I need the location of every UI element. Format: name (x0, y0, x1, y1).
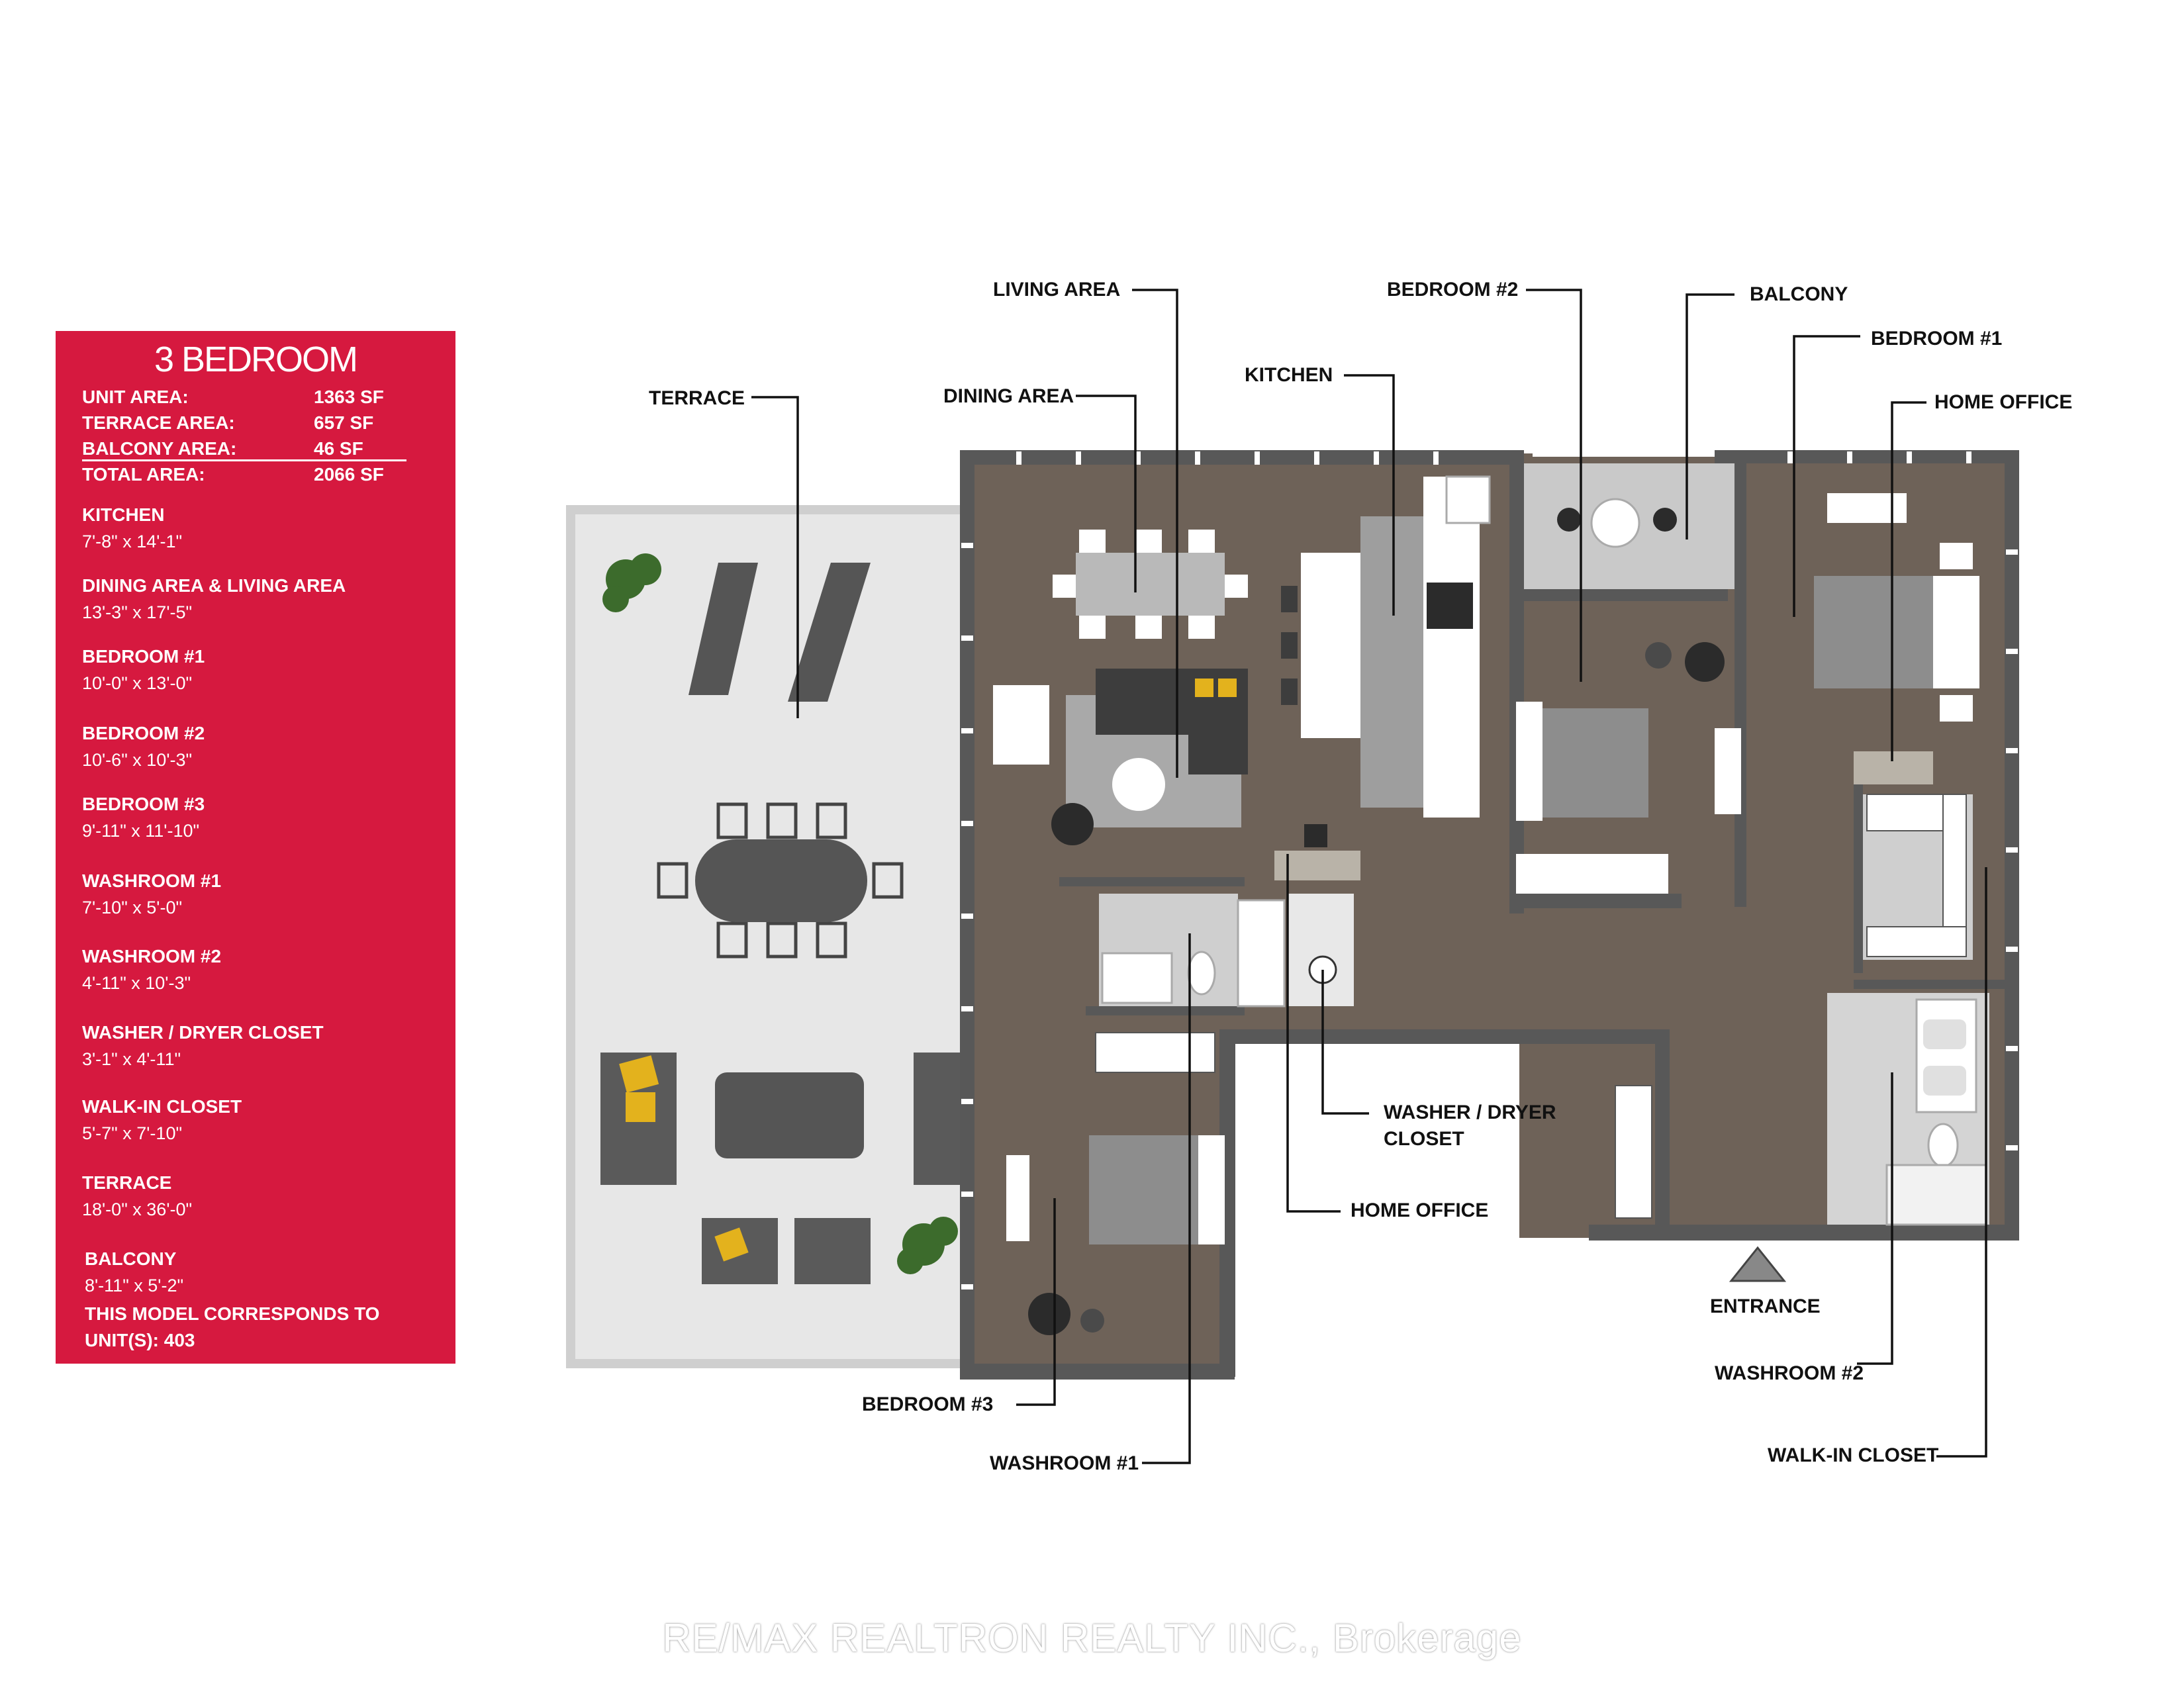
unit-spec-panel: 3 BEDROOM UNIT AREA:1363 SF TERRACE AREA… (56, 331, 455, 1364)
area-row: TERRACE AREA:657 SF (82, 412, 374, 433)
label-home-office-bottom: HOME OFFICE (1351, 1199, 1489, 1221)
kitchen-tile (1360, 516, 1430, 808)
terrace-dining-set (657, 802, 904, 959)
laundry-closet (1288, 894, 1354, 1006)
media-wall (993, 685, 1049, 765)
label-washroom-1: WASHROOM #1 (990, 1452, 1139, 1474)
dining-table (1053, 530, 1248, 639)
living-sofa (1051, 669, 1248, 845)
washroom2-fixtures (1885, 998, 1987, 1226)
label-terrace: TERRACE (649, 387, 745, 409)
bedroom3-furniture (1006, 1032, 1225, 1335)
area-row-total: TOTAL AREA:2066 SF (82, 464, 384, 485)
bedroom2-furniture (1516, 642, 1741, 894)
label-washer-dryer: WASHER / DRYER (1384, 1102, 1556, 1123)
label-bedroom-1: BEDROOM #1 (1871, 328, 2003, 350)
area-row: UNIT AREA:1363 SF (82, 387, 384, 407)
label-bedroom-3: BEDROOM #3 (862, 1393, 994, 1415)
leader-lines (751, 289, 1987, 1464)
area-summary: UNIT AREA:1363 SF TERRACE AREA:657 SF BA… (82, 384, 406, 487)
entrance-marker (1729, 1246, 1787, 1282)
label-balcony: BALCONY (1750, 283, 1848, 305)
label-walk-in-closet: WALK-IN CLOSET (1768, 1444, 1939, 1466)
kitchen-fixtures (1281, 475, 1491, 818)
window-mullions (961, 451, 2018, 1289)
unit-type-title: 3 BEDROOM (154, 340, 358, 379)
label-dining-area: DINING AREA (943, 385, 1074, 407)
label-kitchen: KITCHEN (1245, 364, 1333, 386)
label-entrance: ENTRANCE (1710, 1295, 1821, 1317)
label-bedroom-2: BEDROOM #2 (1387, 279, 1519, 301)
balcony-furniture (1557, 498, 1677, 548)
bedroom1-furniture (1814, 493, 1979, 784)
model-note: THIS MODEL CORRESPONDS TO UNIT(S): 403 (85, 1303, 380, 1350)
walkin-closet-fixtures (1866, 794, 1967, 957)
brokerage-watermark: RE/MAX REALTRON REALTY INC., Brokerage (662, 1616, 1522, 1660)
entry-closet (1615, 1085, 1652, 1219)
lounge-chairs (688, 563, 871, 702)
room-spec-bedroom-3: BEDROOM #3 9'-11" x 11'-10" (82, 794, 205, 841)
label-washer-dryer-closet: CLOSET (1384, 1128, 1464, 1150)
label-living-area: LIVING AREA (993, 279, 1121, 301)
area-row: BALCONY AREA:46 SF (82, 436, 406, 461)
label-home-office-top: HOME OFFICE (1934, 391, 2073, 413)
label-washroom-2: WASHROOM #2 (1715, 1362, 1864, 1384)
